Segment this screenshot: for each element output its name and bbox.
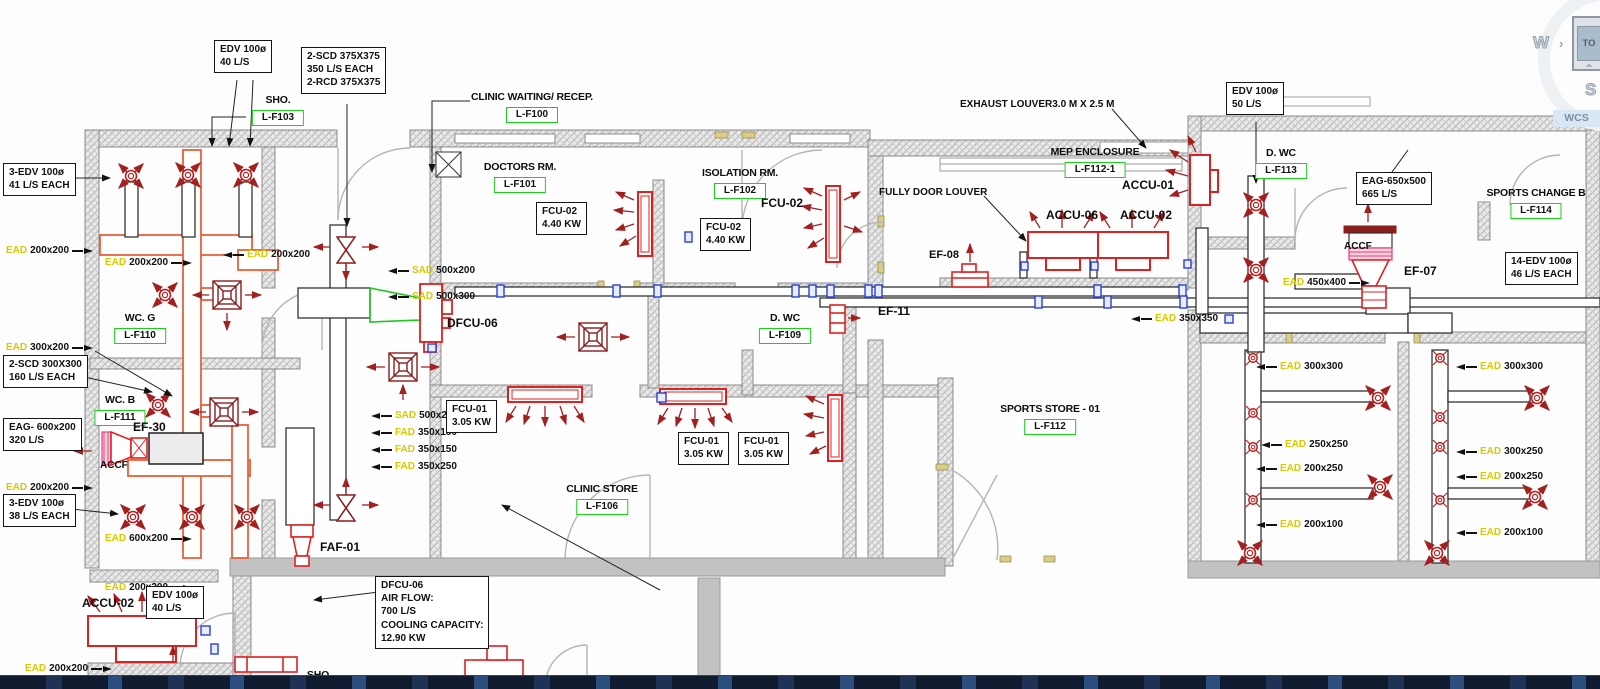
viewcube-south-label[interactable]: S <box>1584 80 1597 100</box>
pipe-fittings <box>200 231 1234 655</box>
flow-arrows <box>72 134 1372 662</box>
ducts <box>99 149 1600 564</box>
equipment <box>87 154 1397 677</box>
taskbar[interactable] <box>0 675 1600 689</box>
viewcube-top-face[interactable]: TO <box>1577 26 1600 61</box>
viewcube-west-label[interactable]: W <box>1532 33 1550 53</box>
viewcube-chevron-up-icon[interactable]: ⌃ <box>1584 62 1595 76</box>
leader-lines <box>61 79 1409 603</box>
viewcube-cube[interactable]: TO <box>1572 16 1600 71</box>
solid-walls <box>229 557 1600 679</box>
wcs-badge: WCS <box>1553 110 1600 127</box>
viewcube-rotate-right-icon[interactable]: › <box>1559 36 1564 51</box>
